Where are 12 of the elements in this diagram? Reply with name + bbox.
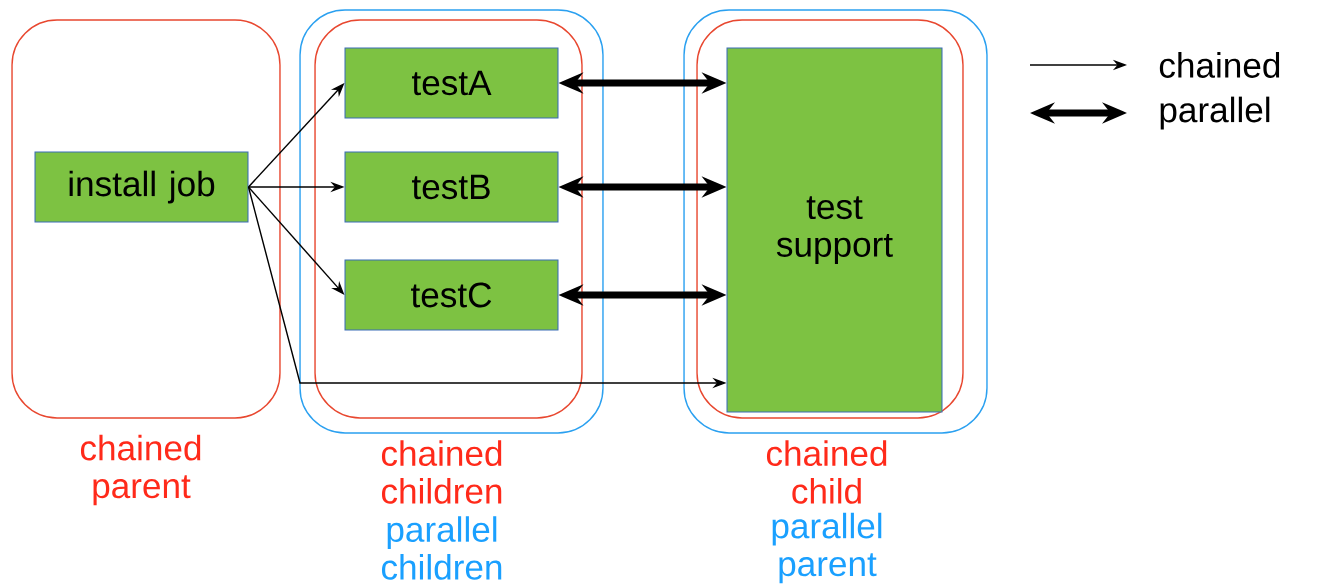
group-label: chained child [766, 440, 887, 504]
task-box: testC [344, 259, 559, 331]
task-box: install job [34, 151, 249, 223]
group-label: chained parent [80, 434, 201, 506]
legend-label: parallel [1160, 96, 1270, 130]
group-label: chained children [381, 440, 502, 504]
task-box: test support [726, 47, 943, 413]
group-label: parallel children [381, 516, 502, 580]
task-box: testA [344, 47, 559, 119]
legend-label: chained [1159, 52, 1280, 78]
task-box: testB [344, 151, 559, 223]
group-label: parallel parent [772, 512, 882, 584]
